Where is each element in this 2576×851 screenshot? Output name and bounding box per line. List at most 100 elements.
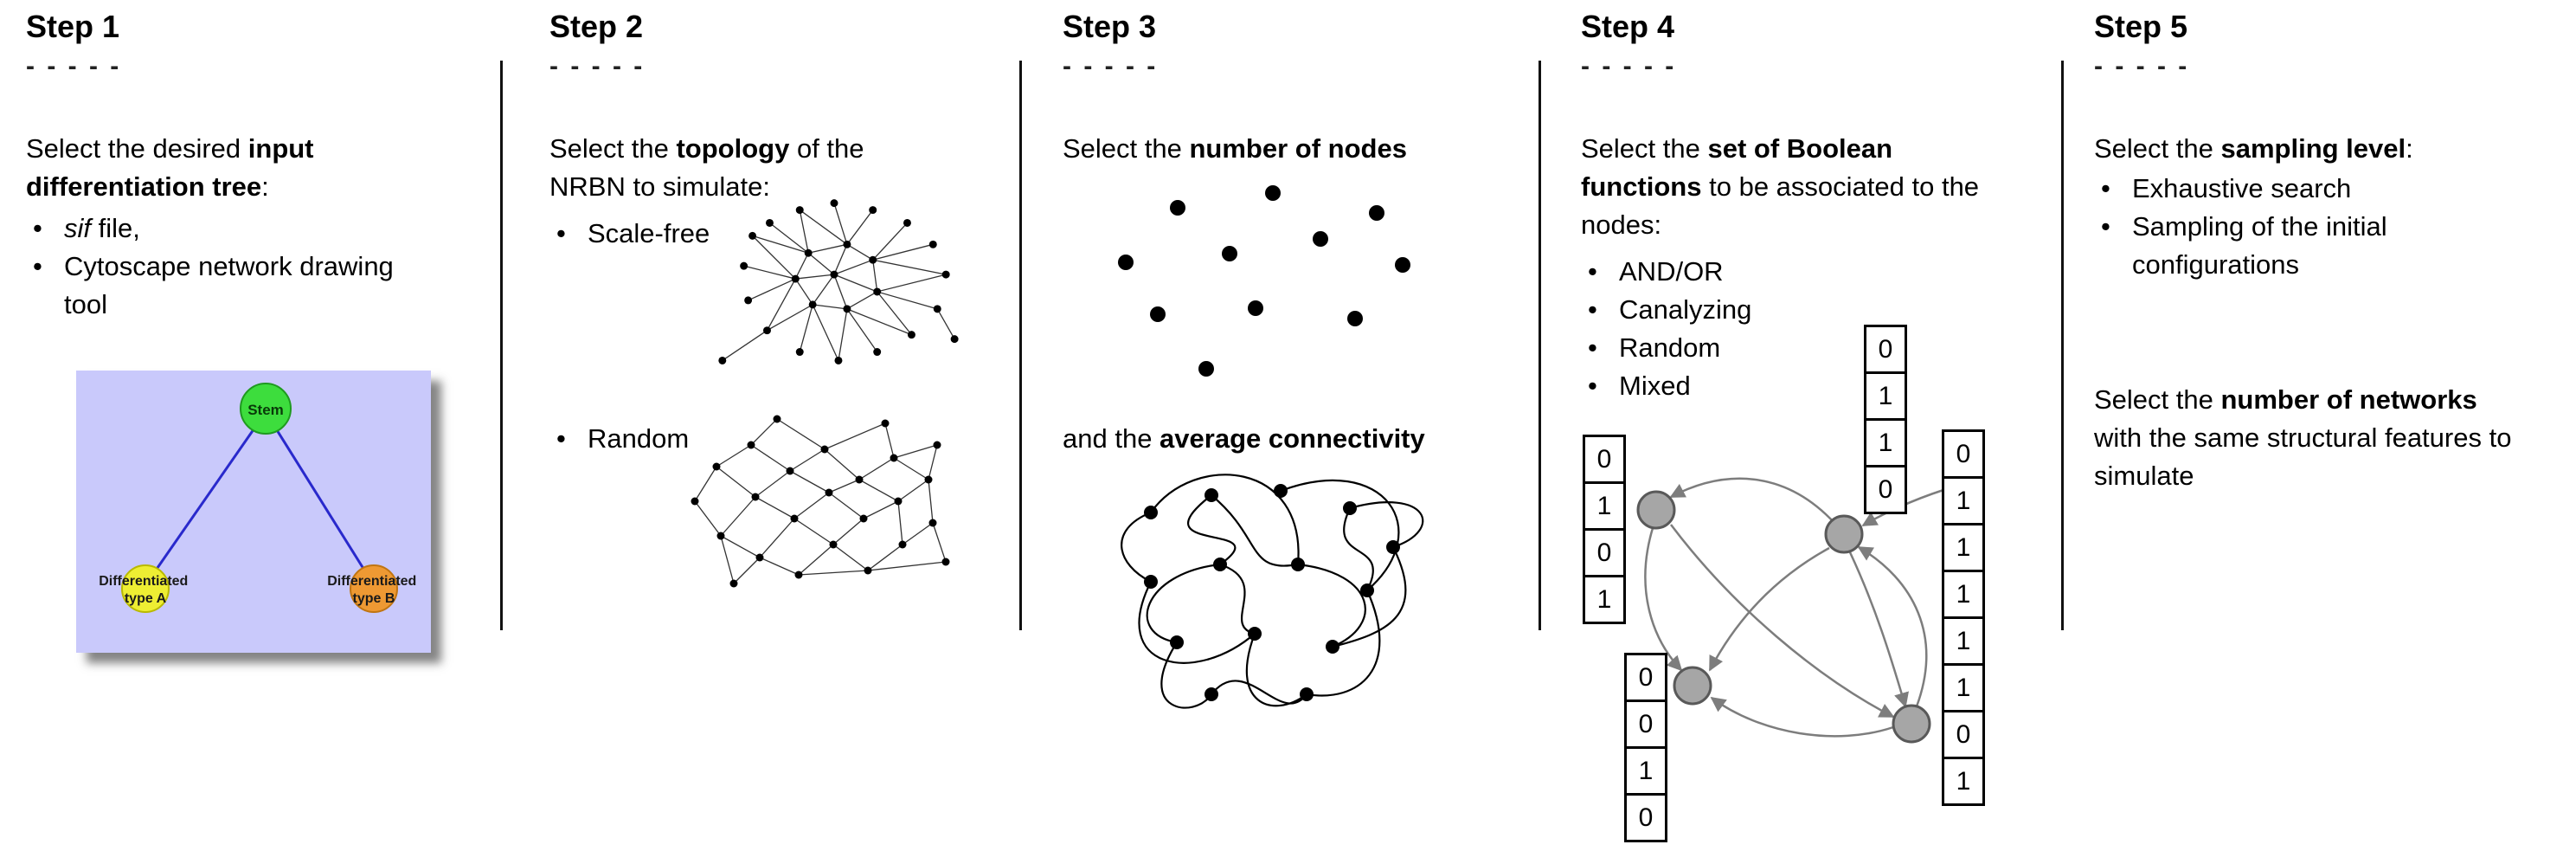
column-divider	[2061, 61, 2064, 630]
para-text: with the same structural features to sim…	[2094, 422, 2512, 491]
step-3-title: Step 3	[1063, 9, 1157, 44]
step-5-title: Step 5	[2094, 9, 2188, 44]
list-item: • Sampling of the initial configurations	[2094, 208, 2501, 284]
tree-edge	[144, 411, 267, 586]
truth-table-cell: 1	[1583, 481, 1626, 531]
truth-table-cell: 1	[1942, 476, 1985, 525]
bullet-icon: •	[2101, 211, 2110, 242]
bullet-label: Exhaustive search	[2132, 173, 2352, 203]
step-4-column: Step 4 - - - - - Select the set of Boole…	[1581, 0, 2065, 851]
bullet-italic: sif	[64, 213, 91, 243]
tangle-edges	[1121, 474, 1424, 709]
list-item: • Mixed	[1581, 367, 1927, 405]
truth-table-cell: 1	[1942, 757, 1985, 806]
connectivity-graph-figure	[1121, 474, 1424, 709]
step-5-dashes: - - - - -	[2094, 52, 2190, 81]
truth-table-cell: 0	[1583, 435, 1626, 484]
bullet-label: sif file,	[64, 210, 398, 248]
intro-bold: input differentiation tree	[26, 133, 314, 202]
bullet-icon: •	[1588, 294, 1597, 325]
bullet-label: Random	[1619, 332, 1721, 363]
truth-table-bottom-left: 0 0 1 0	[1624, 653, 1667, 842]
step-4-title: Step 4	[1581, 9, 1675, 44]
step-2-intro: Select the topology of the NRBN to simul…	[549, 130, 939, 206]
boolean-node	[1636, 490, 1676, 530]
step-1-title: Step 1	[26, 9, 120, 44]
list-item: • Random	[1581, 329, 1927, 367]
list-item: • Cytoscape network drawing tool	[26, 248, 398, 324]
step-3-dashes: - - - - -	[1063, 52, 1159, 81]
intro-text: Select the	[549, 133, 677, 164]
truth-table-cell: 1	[1942, 616, 1985, 666]
boolean-network-figure: 0 1 0 1 0 1 1 0 0 0 1 0 0 1 1 1	[1581, 320, 2065, 850]
differentiation-tree-figure: Stem Differentiated type A Differentiate…	[76, 371, 431, 653]
type-a-label: Differentiated type A	[99, 574, 192, 606]
stem-label: Stem	[247, 402, 284, 418]
random-nodes	[691, 415, 950, 588]
para-bold: average connectivity	[1160, 423, 1425, 454]
differentiation-tree-svg: Stem Differentiated type A Differentiate…	[76, 371, 431, 653]
intro-bold: set of Boolean functions	[1581, 133, 1893, 202]
step-1-dashes: - - - - -	[26, 52, 122, 81]
intro-bold: number of nodes	[1189, 133, 1407, 164]
bullet-icon: •	[1588, 371, 1597, 401]
bullet-icon: •	[1588, 332, 1597, 363]
truth-table-cell: 0	[1583, 528, 1626, 577]
intro-text: of the NRBN to simulate:	[549, 133, 864, 202]
boolean-nodes	[1636, 490, 1931, 744]
para-text: Select the	[2094, 384, 2221, 415]
boolean-node	[1673, 666, 1712, 706]
step-5-second-text: Select the number of networks with the s…	[2094, 381, 2531, 495]
step-4-intro: Select the set of Boolean functions to b…	[1581, 130, 2014, 244]
list-item: • AND/OR	[1581, 253, 1927, 291]
list-item: • Scale-free	[549, 215, 809, 253]
bullet-rest: Cytoscape network drawing tool	[64, 251, 394, 319]
bullet-label: Canalyzing	[1619, 294, 1752, 325]
bullet-label: Cytoscape network drawing tool	[64, 248, 398, 324]
step-4-dashes: - - - - -	[1581, 52, 1677, 81]
random-edges	[694, 418, 947, 584]
truth-table-cell: 0	[1942, 429, 1985, 479]
intro-text: Select the desired	[26, 133, 248, 164]
bullet-label: Sampling of the initial configurations	[2132, 211, 2387, 280]
step-2-dashes: - - - - -	[549, 52, 646, 81]
step-1-column: Step 1 - - - - - Select the desired inpu…	[26, 0, 498, 851]
scatter-dots	[1118, 185, 1410, 377]
truth-table-cell: 1	[1942, 570, 1985, 619]
random-bullet: • Random	[549, 420, 809, 458]
step-3-column: Step 3 - - - - - Select the number of no…	[1063, 0, 1547, 851]
para-bold: number of networks	[2220, 384, 2477, 415]
bullet-rest: file,	[91, 213, 140, 243]
step-1-intro: Select the desired input differentiation…	[26, 130, 493, 206]
tangle-dots	[1144, 484, 1400, 701]
bullet-label: Scale-free	[588, 218, 710, 248]
bullet-icon: •	[2101, 173, 2110, 203]
truth-table-left: 0 1 0 1	[1583, 435, 1626, 624]
truth-table-cell: 0	[1864, 465, 1907, 514]
truth-table-cell: 1	[1942, 663, 1985, 712]
truth-table-cell: 0	[1864, 325, 1907, 374]
column-divider	[500, 61, 503, 630]
bullet-icon: •	[556, 423, 566, 454]
boolean-node	[1824, 514, 1864, 554]
truth-table-cell: 0	[1624, 699, 1667, 749]
intro-text: Select the	[1063, 133, 1190, 164]
truth-table-cell: 0	[1624, 793, 1667, 842]
step-3-second-text: and the average connectivity	[1063, 420, 1547, 458]
intro-text: to be associated to the nodes:	[1581, 171, 1980, 240]
type-b-label: Differentiated type B	[327, 574, 421, 606]
list-item: • Canalyzing	[1581, 291, 1927, 329]
list-item: • Exhaustive search	[2094, 170, 2501, 208]
bullet-icon: •	[33, 213, 42, 243]
truth-table-top: 0 1 1 0	[1864, 325, 1907, 514]
truth-table-cell: 1	[1583, 575, 1626, 624]
scale-free-network-figure	[718, 199, 959, 364]
random-network-figure	[691, 415, 950, 588]
bullet-icon: •	[1588, 256, 1597, 287]
truth-table-cell: 0	[1942, 710, 1985, 759]
step-5-intro: Select the sampling level:	[2094, 130, 2561, 168]
intro-text: Select the	[2094, 133, 2221, 164]
truth-table-cell: 1	[1864, 418, 1907, 467]
bullet-icon: •	[556, 218, 566, 248]
